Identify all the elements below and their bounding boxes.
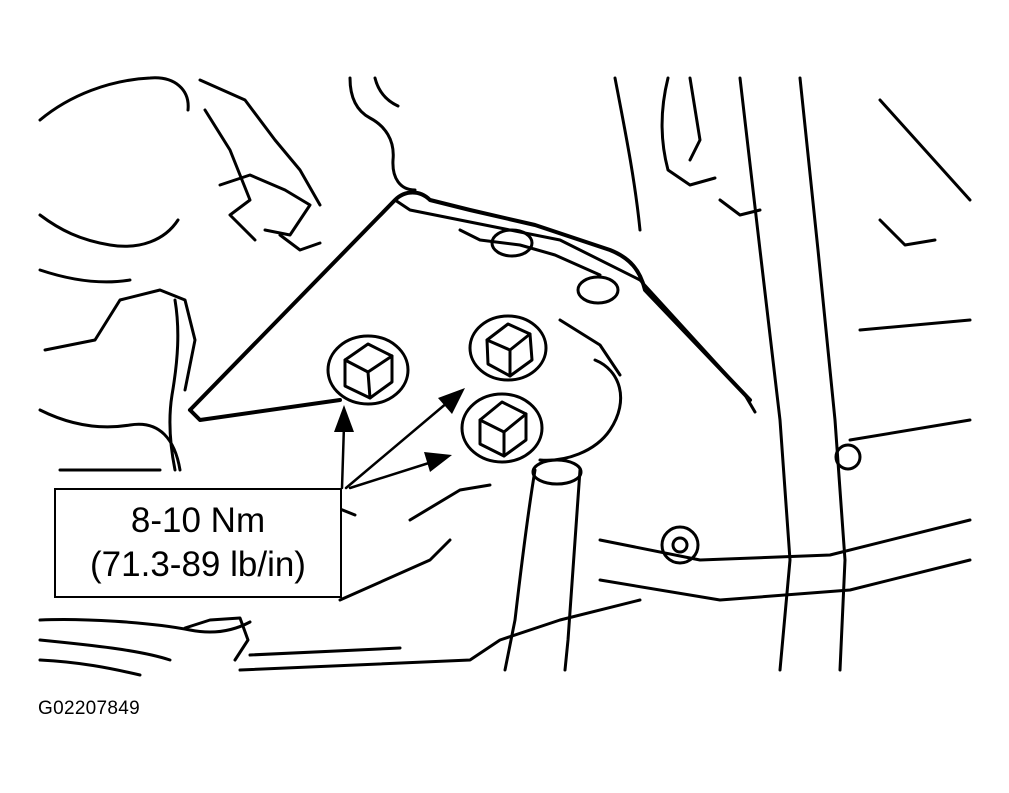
bolt-icon bbox=[460, 392, 544, 464]
lower-components bbox=[38, 483, 642, 677]
figure-id: G02207849 bbox=[38, 698, 141, 719]
torque-value-lbin: (71.3-89 lb/in) bbox=[90, 545, 306, 584]
engine-structure-right bbox=[598, 76, 972, 672]
bolt-icon bbox=[468, 314, 548, 382]
engine-structure-left bbox=[38, 76, 417, 472]
bolt-icon bbox=[326, 334, 410, 406]
torque-callout: 8-10 Nm (71.3-89 lb/in) bbox=[54, 488, 342, 598]
torque-value-nm: 8-10 Nm bbox=[130, 501, 266, 540]
arrow-icon bbox=[344, 388, 465, 490]
arrow-icon bbox=[334, 405, 354, 490]
arrow-icon bbox=[348, 452, 452, 490]
vertical-pipe bbox=[503, 458, 583, 672]
mounting-bracket bbox=[188, 190, 757, 462]
